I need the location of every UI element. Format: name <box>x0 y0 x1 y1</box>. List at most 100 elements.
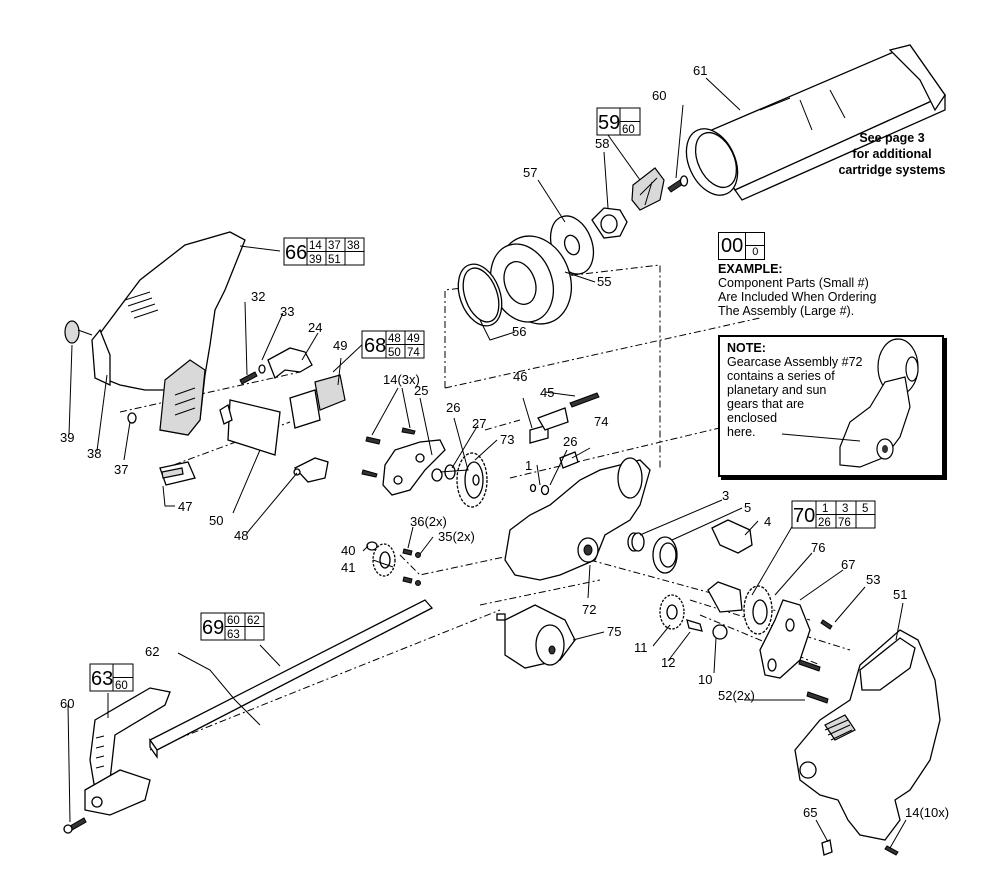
svg-text:1: 1 <box>822 503 828 515</box>
part-67-retaining-plate[interactable] <box>759 599 811 679</box>
kit-69-box[interactable]: 69 60 62 63 <box>200 612 265 641</box>
callout-26: 26 <box>446 400 460 415</box>
part-61-cartridge-tube[interactable] <box>676 44 946 203</box>
callout-38: 38 <box>87 446 101 461</box>
callout-62: 62 <box>145 644 159 659</box>
callout-37: 37 <box>114 462 128 477</box>
svg-text:3: 3 <box>842 503 848 515</box>
callout-65: 65 <box>803 805 817 820</box>
kit-63-box[interactable]: 63 60 <box>89 663 134 692</box>
svg-text:76: 76 <box>838 517 851 529</box>
part-70-output-gear-assembly[interactable] <box>707 581 773 635</box>
note-line: gears that are <box>727 397 805 411</box>
callout-53: 53 <box>866 572 880 587</box>
kit-68-box[interactable]: 68 48 49 50 74 <box>361 330 425 359</box>
kit-66-box[interactable]: 66 14 37 38 39 51 <box>283 237 365 266</box>
part-62-rack[interactable] <box>149 599 434 760</box>
part-55-collar[interactable] <box>480 226 583 335</box>
part-58-hex-nut[interactable] <box>591 207 628 239</box>
example-legend: EXAMPLE: Component Parts (Small #) Are I… <box>718 262 918 318</box>
svg-text:68: 68 <box>364 335 386 357</box>
part-60-handle-screw[interactable] <box>63 817 87 834</box>
part-48-switch-bracket[interactable] <box>293 457 329 483</box>
svg-text:39: 39 <box>309 254 322 266</box>
callout-32: 32 <box>251 289 265 304</box>
callout-50: 50 <box>209 513 223 528</box>
part-14-screws[interactable] <box>361 427 416 478</box>
callout-73: 73 <box>500 432 514 447</box>
part-65-label[interactable] <box>821 839 833 856</box>
part-4-shift-fork[interactable] <box>711 519 753 554</box>
callout-4: 4 <box>764 514 771 529</box>
part-25-bracket[interactable] <box>382 439 446 496</box>
svg-text:51: 51 <box>328 254 341 266</box>
note-line: enclosed <box>727 411 778 425</box>
svg-text:60: 60 <box>227 615 240 627</box>
callout-61: 61 <box>693 63 707 78</box>
callout-labels: 61 60 58 57 55 56 32 33 24 49 39 38 37 4… <box>60 63 949 820</box>
part-26-small-washer[interactable] <box>540 484 550 496</box>
part-45-spring[interactable] <box>569 392 600 408</box>
callout-75: 75 <box>607 624 621 639</box>
see-page-line: for additional <box>852 147 932 161</box>
part-12-bushing[interactable] <box>686 619 703 632</box>
part-60-screw[interactable] <box>667 175 689 193</box>
part-3-spring[interactable] <box>627 532 645 552</box>
kit-59-box[interactable]: 59 60 <box>596 107 641 136</box>
part-51-right-housing[interactable] <box>794 629 941 841</box>
part-50-circuit-board[interactable] <box>219 399 281 456</box>
part-37-washer[interactable] <box>127 412 137 424</box>
part-41-gear[interactable] <box>372 543 396 577</box>
part-63-plunger-handle[interactable] <box>84 687 171 816</box>
callout-58: 58 <box>595 136 609 151</box>
part-38-left-housing[interactable] <box>91 231 246 436</box>
callout-5: 5 <box>744 500 751 515</box>
svg-text:48: 48 <box>388 333 401 345</box>
svg-text:63: 63 <box>91 668 113 690</box>
callout-55: 55 <box>597 274 611 289</box>
svg-text:62: 62 <box>247 615 260 627</box>
part-47-terminal-block[interactable] <box>159 461 196 486</box>
callout-45: 45 <box>540 385 554 400</box>
example-kit-component: 0 <box>752 246 759 258</box>
svg-text:26: 26 <box>818 517 831 529</box>
part-33-pin[interactable] <box>258 364 266 374</box>
part-1-e-clip[interactable] <box>529 483 537 493</box>
part-40-o-ring[interactable] <box>366 541 378 551</box>
part-10-washer[interactable] <box>712 624 728 640</box>
part-53-screw[interactable] <box>820 619 833 630</box>
part-35-washers[interactable] <box>415 552 421 586</box>
callout-14-10x: 14(10x) <box>905 805 949 820</box>
part-72-gearcase-assembly[interactable] <box>504 457 651 581</box>
callout-56: 56 <box>512 324 526 339</box>
part-14-housing-screw[interactable] <box>884 845 899 856</box>
part-26-washer[interactable] <box>431 468 443 482</box>
svg-text:70: 70 <box>793 505 815 527</box>
part-36-screws[interactable] <box>402 548 413 584</box>
part-11-gear[interactable] <box>659 594 685 630</box>
part-24-lock-button[interactable] <box>267 347 313 380</box>
example-line: Are Included When Ordering <box>718 290 877 304</box>
part-56-o-ring[interactable] <box>450 258 509 332</box>
part-5-clutch-plate[interactable] <box>652 536 678 574</box>
part-49-switch[interactable] <box>289 374 346 429</box>
kit-70-box[interactable]: 70 1 3 5 26 76 <box>791 500 876 529</box>
callout-36-2x: 36(2x) <box>410 514 447 529</box>
part-46-block[interactable] <box>529 407 569 444</box>
part-39-knob[interactable] <box>64 320 93 344</box>
part-59-end-cap[interactable] <box>631 167 665 211</box>
part-74-clip[interactable] <box>559 451 579 469</box>
part-75-motor[interactable] <box>496 604 576 669</box>
callout-41: 41 <box>341 560 355 575</box>
callout-27: 27 <box>472 416 486 431</box>
part-52-screws[interactable] <box>798 659 829 704</box>
callout-60b: 60 <box>60 696 74 711</box>
callout-33: 33 <box>280 304 294 319</box>
see-page-line: See page 3 <box>859 131 925 145</box>
example-kit-number: 00 <box>719 233 747 259</box>
svg-text:37: 37 <box>328 240 341 252</box>
part-32-spring[interactable] <box>239 371 258 385</box>
example-kit-box: 00 0 <box>718 232 766 260</box>
part-73-gear[interactable] <box>456 452 488 508</box>
